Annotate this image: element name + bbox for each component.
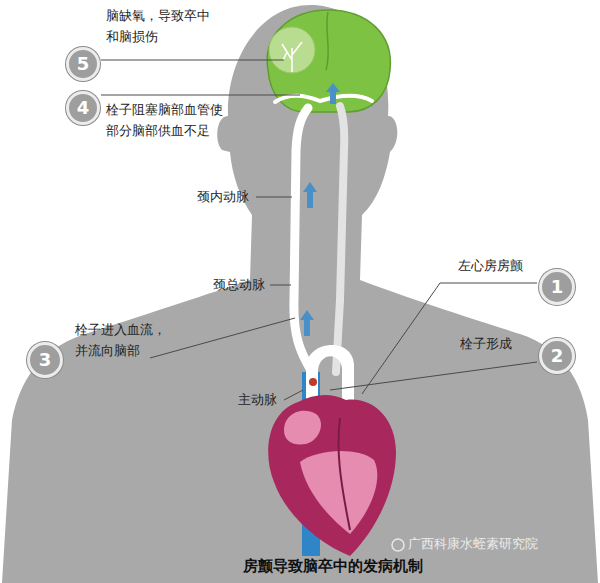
callout-text: 左心房房颤 [458,258,523,274]
right-carotid-artery [336,106,344,372]
caption: 房颤导致脑卒中的发病机制 [243,557,423,576]
callout-text: 栓子阻塞脑部血管使 部分脑部供血不足 [106,100,230,142]
flow-arrows [300,83,340,336]
callout-circle: 2 [539,338,575,374]
callout-circle: 4 [66,91,100,125]
body-silhouette [2,5,598,583]
callout-number: 1 [551,278,564,296]
watermark-icon [392,539,404,551]
callout-text: 脑缺氧，导致卒中 和脑损伤 [106,6,217,48]
brain [267,10,390,112]
callout-circle: 3 [27,342,63,378]
callout-text: 栓子形成 [460,336,512,352]
heart [268,378,396,556]
callout-text: 栓子进入血流， 并流向脑部 [75,320,173,362]
watermark: 广西科康水蛭素研究院 [408,536,538,552]
artery-label: 颈总动脉 [213,277,265,293]
callout-number: 3 [39,351,52,369]
artery-label: 颈内动脉 [197,189,249,205]
artery-label: 主动脉 [238,392,277,408]
callout-number: 2 [551,347,564,365]
callout-circle: 1 [539,269,575,305]
callout-circle: 5 [66,47,100,81]
callout-number: 4 [77,99,90,117]
callout-number: 5 [77,55,90,73]
leader-lines [101,60,537,400]
